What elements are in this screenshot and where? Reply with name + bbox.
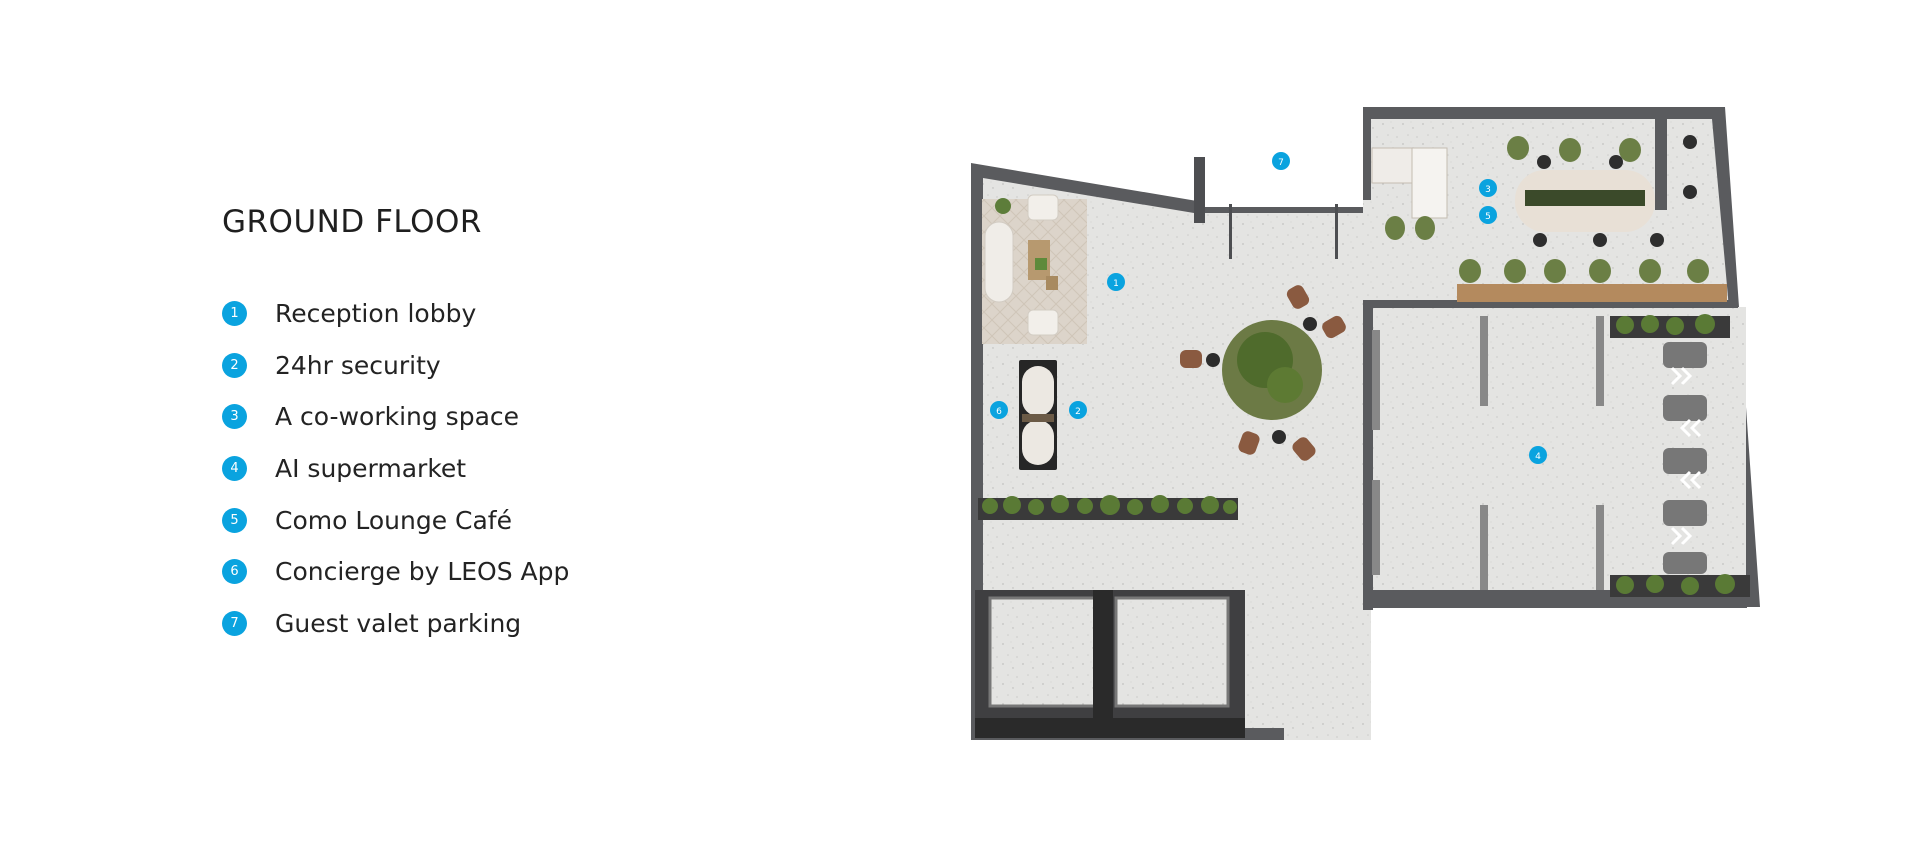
legend-item: 3 A co-working space xyxy=(222,391,569,443)
map-marker: 4 xyxy=(1529,446,1547,464)
map-marker: 3 xyxy=(1479,179,1497,197)
map-marker-number: 5 xyxy=(1485,212,1491,222)
legend-number-badge: 1 xyxy=(222,301,247,327)
map-marker: 6 xyxy=(990,401,1008,419)
legend-item: 6 Concierge by LEOS App xyxy=(222,546,569,598)
planter-row xyxy=(978,495,1238,520)
legend-number-badge: 4 xyxy=(222,456,247,482)
map-marker-number: 3 xyxy=(1485,185,1491,195)
legend-number-badge: 7 xyxy=(222,610,247,636)
central-planter xyxy=(1180,285,1346,461)
reception-seating-area xyxy=(982,194,1087,344)
legend-label: Concierge by LEOS App xyxy=(275,557,570,587)
cafe-area xyxy=(1371,118,1727,302)
supermarket-area xyxy=(1372,314,1750,597)
map-marker-number: 4 xyxy=(1535,452,1541,462)
ground-floor-plan: 1 2 3 4 5 6 7 xyxy=(971,107,1760,740)
map-marker-number: 6 xyxy=(996,407,1002,417)
legend-label: A co-working space xyxy=(275,402,520,432)
map-markers: 1 2 3 4 5 6 7 xyxy=(990,152,1547,464)
map-marker: 1 xyxy=(1107,273,1125,291)
legend-label: Reception lobby xyxy=(275,299,477,329)
map-marker-number: 1 xyxy=(1113,279,1119,289)
legend-label: Guest valet parking xyxy=(275,608,522,638)
map-marker: 7 xyxy=(1272,152,1290,170)
legend-item: 2 24hr security xyxy=(222,340,569,392)
entrance-gate xyxy=(1194,157,1338,259)
map-marker-number: 2 xyxy=(1075,407,1081,417)
legend-number-badge: 2 xyxy=(222,352,247,378)
lift-shafts xyxy=(975,590,1245,738)
legend-item: 1 Reception lobby xyxy=(222,288,569,340)
page-title: GROUND FLOOR xyxy=(222,204,482,240)
legend-label: 24hr security xyxy=(275,350,441,380)
legend-item: 7 Guest valet parking xyxy=(222,598,569,650)
map-marker: 2 xyxy=(1069,401,1087,419)
legend-number-badge: 6 xyxy=(222,559,247,585)
legend-item: 5 Como Lounge Café xyxy=(222,494,569,546)
map-marker-number: 7 xyxy=(1278,158,1284,168)
legend-item: 4 AI supermarket xyxy=(222,443,569,495)
legend-number-badge: 3 xyxy=(222,404,247,430)
legend-label: Como Lounge Café xyxy=(275,505,512,535)
map-marker: 5 xyxy=(1479,206,1497,224)
legend-number-badge: 5 xyxy=(222,507,247,533)
legend-label: AI supermarket xyxy=(275,454,467,484)
legend-list: 1 Reception lobby 2 24hr security 3 A co… xyxy=(222,288,569,649)
concierge-desk xyxy=(1019,360,1057,470)
